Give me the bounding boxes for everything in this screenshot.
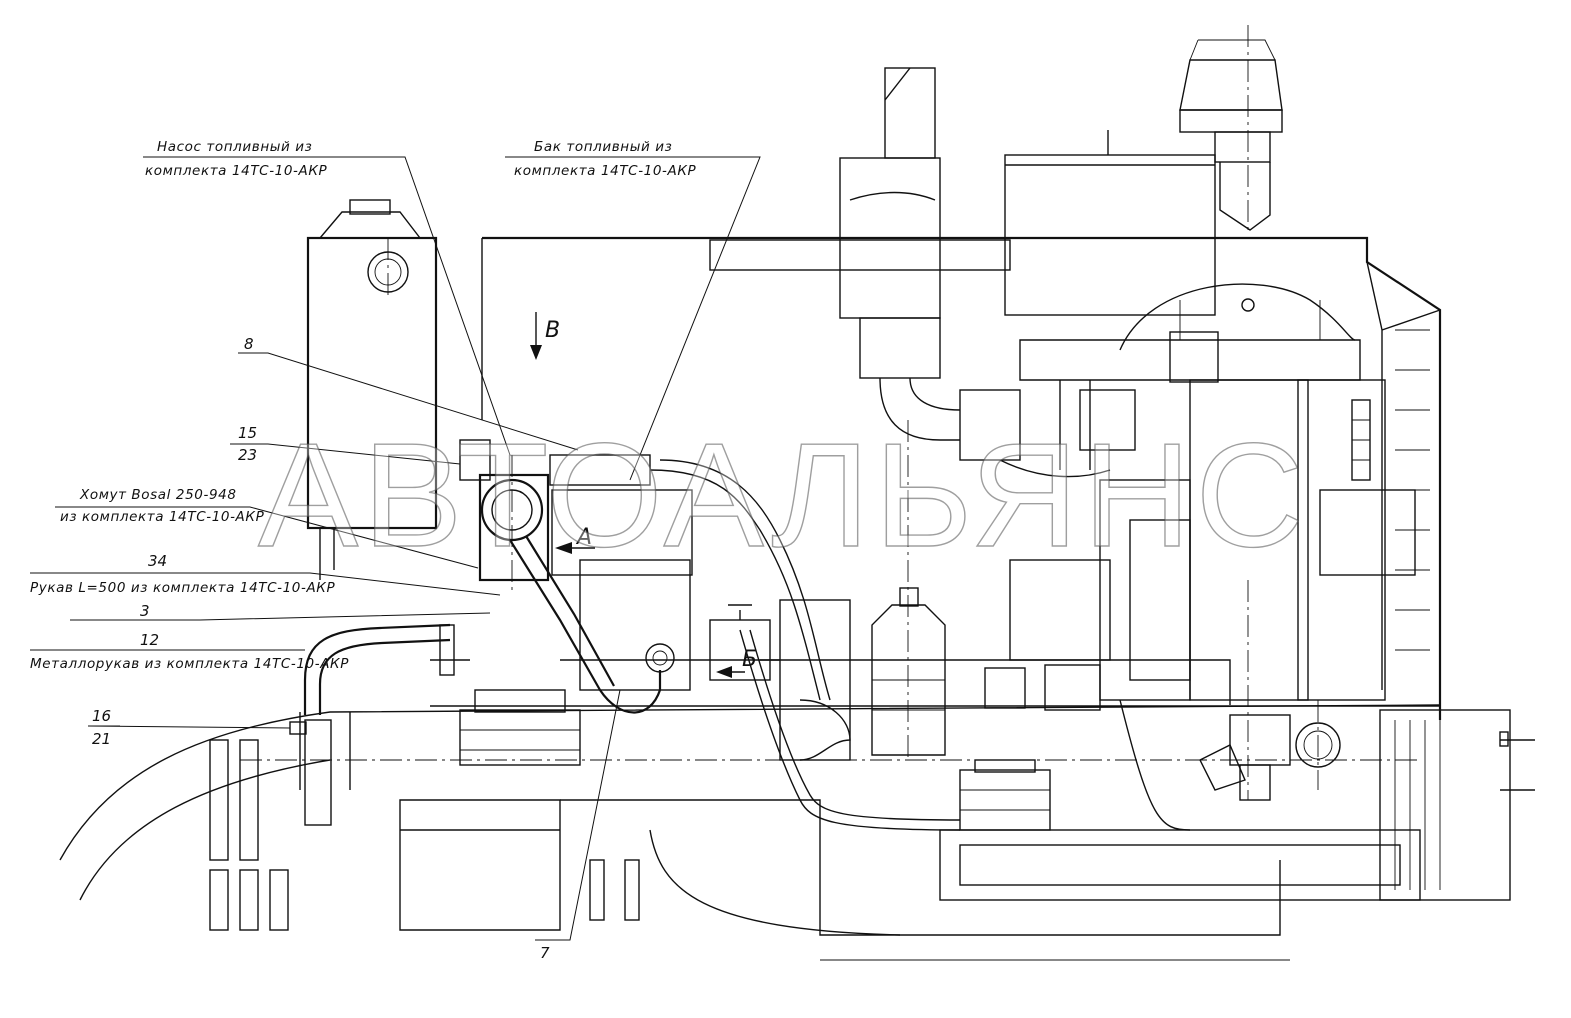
position-21: 21 [92, 730, 111, 748]
position-23: 23 [238, 446, 257, 464]
label-pump-line2: комплекта 14ТС-10-АКР [145, 163, 328, 179]
view-label-v: В [545, 318, 560, 343]
label-pump-line1: Насос топливный из [157, 139, 312, 155]
label-hose: Рукав L=500 из комплекта 14ТС-10-АКР [30, 580, 335, 596]
chassis-frame [59, 704, 1535, 961]
position-8: 8 [244, 335, 254, 353]
position-15: 15 [238, 424, 257, 442]
view-label-a: А [575, 525, 592, 550]
pulleys [1119, 699, 1341, 831]
view-label-b: Б [742, 647, 757, 672]
leader-lines [30, 156, 761, 941]
view-arrows [530, 312, 745, 678]
label-clamp-line2: из комплекта 14ТС-10-АКР [60, 509, 265, 525]
watermark-text: АВТОАЛЬЯНС [258, 413, 1308, 578]
metal-hose [289, 623, 470, 826]
position-numbers: 8 15 23 34 3 12 16 21 7 [88, 335, 550, 962]
label-metal-hose: Металлорукав из комплекта 14ТС-10-АКР [30, 656, 349, 672]
position-7: 7 [540, 944, 550, 962]
position-16: 16 [92, 707, 111, 725]
label-clamp-line1: Хомут Bosal 250-948 [79, 487, 237, 503]
position-12: 12 [140, 631, 159, 649]
view-labels: В А Б [545, 318, 757, 672]
pipes-manifold [959, 283, 1361, 478]
label-tank-line2: комплекта 14ТС-10-АКР [514, 163, 697, 179]
position-3: 3 [140, 602, 150, 620]
air-intake-assembly [709, 39, 1283, 441]
center-lines [240, 25, 1420, 800]
label-tank-line1: Бак топливный из [534, 139, 672, 155]
position-34: 34 [148, 552, 167, 570]
callout-labels: Насос топливный из комплекта 14ТС-10-АКР… [30, 139, 697, 672]
